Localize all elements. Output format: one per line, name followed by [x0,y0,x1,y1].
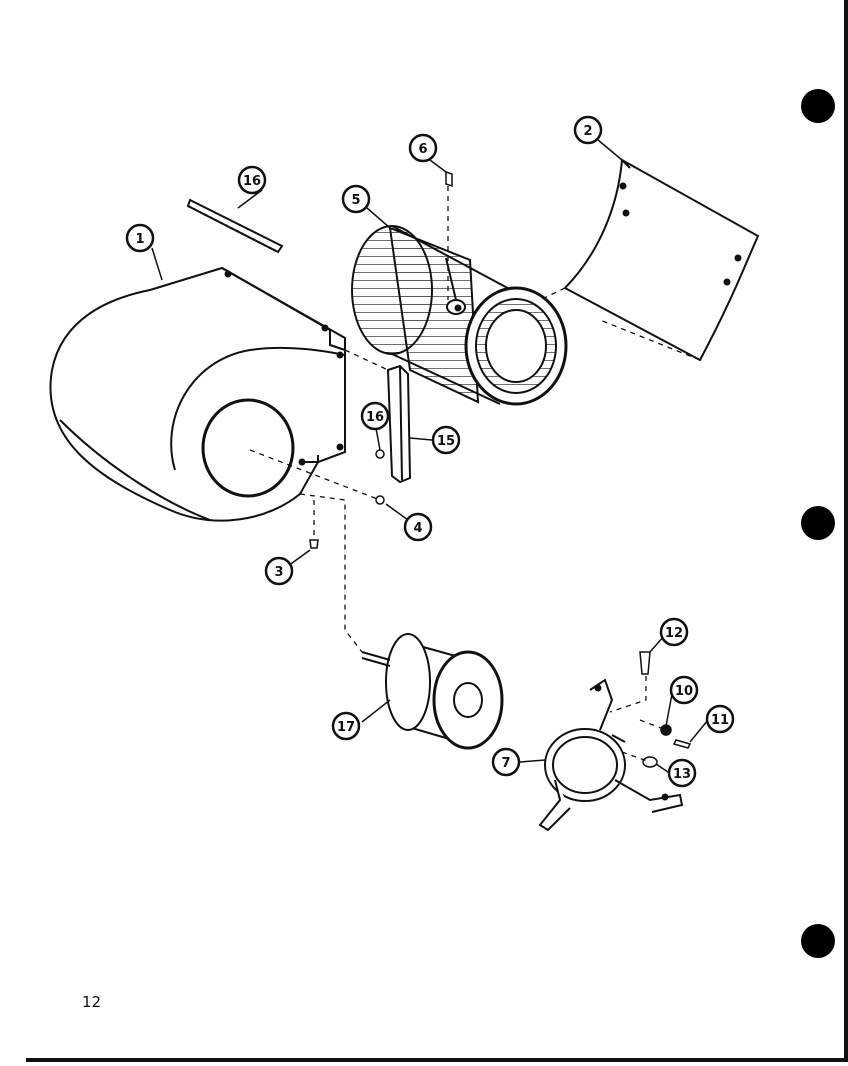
callout-2: 2 [573,115,603,145]
callout-11: 11 [705,704,735,734]
callout-6: 6 [408,133,438,163]
motor-icon [361,633,504,750]
callout-12-label: 12 [665,626,683,641]
support-strip-icon [386,364,412,484]
callout-4: 4 [403,512,433,542]
callout-16-mid-label: 16 [366,410,384,425]
callout-16-top-label: 16 [243,174,261,189]
motor-mount-bracket-icon [538,678,684,832]
callout-3-label: 3 [274,565,283,580]
callout-15-label: 15 [437,434,455,449]
blower-wheel-icon [351,225,568,406]
callout-17: 17 [331,711,361,741]
callout-3: 3 [264,556,294,586]
callout-12: 12 [659,617,689,647]
right-border-rule [844,0,848,1062]
callout-leaders [151,139,709,773]
binder-hole-bottom [801,924,835,958]
callout-5: 5 [341,184,371,214]
callout-11-label: 11 [711,713,729,728]
callout-10-label: 10 [675,684,693,699]
callout-15: 15 [431,425,461,455]
callout-6-label: 6 [418,142,427,157]
callout-13: 13 [667,758,697,788]
washer-icon [642,756,658,768]
callout-16-mid: 16 [360,401,390,431]
callout-1-label: 1 [135,232,144,247]
callout-2-label: 2 [583,124,592,139]
bottom-border-rule [26,1058,848,1062]
callout-16-top: 16 [237,165,267,195]
callout-13-label: 13 [673,767,691,782]
callout-17-label: 17 [337,720,355,735]
callout-1: 1 [125,223,155,253]
callout-10: 10 [669,675,699,705]
page-number: 12 [82,993,102,1011]
bracket-strip-icon [186,198,284,254]
callout-4-label: 4 [413,521,422,536]
callout-5-label: 5 [351,193,360,208]
callout-7: 7 [491,747,521,777]
binder-hole-top [801,89,835,123]
housing-icon [49,266,346,522]
callout-7-label: 7 [501,756,510,771]
housing-cutoff-panel-icon [563,158,760,362]
binder-hole-middle [801,506,835,540]
assembly-lines [249,186,701,763]
screw-icon [309,170,692,749]
